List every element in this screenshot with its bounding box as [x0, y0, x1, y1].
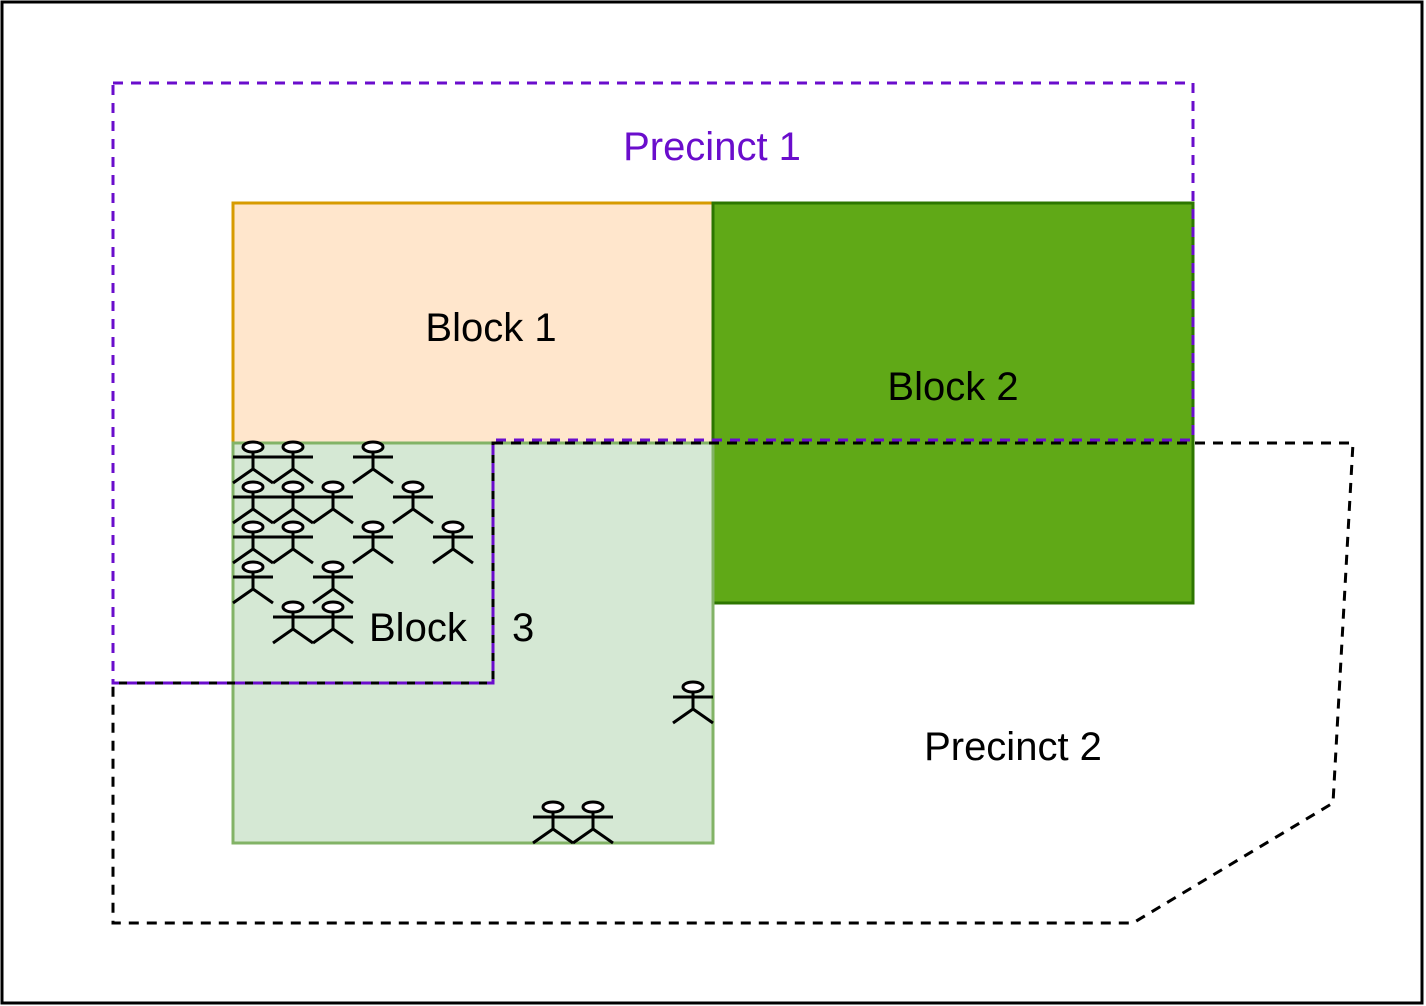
stick-figure-icon [232, 520, 274, 565]
stick-figure-icon [272, 480, 314, 525]
stick-figure-icon [272, 520, 314, 565]
stick-figure-icon [672, 680, 714, 725]
stick-figure-icon [572, 800, 614, 845]
precinct-1-label: Precinct 1 [623, 125, 801, 169]
block-2-label: Block 2 [887, 365, 1018, 409]
stick-figure-icon [232, 480, 274, 525]
stick-figure-icon [232, 440, 274, 485]
stick-figure-icon [392, 480, 434, 525]
precinct-1-boundary [111, 81, 1195, 685]
block-3-label-word: Block [369, 606, 468, 650]
stick-figure-icon [532, 800, 574, 845]
block-3-label-number: 3 [512, 606, 534, 650]
precinct-2-boundary [111, 441, 1355, 925]
people-group [232, 440, 714, 845]
stick-figure-icon [312, 480, 354, 525]
block-1-label: Block 1 [425, 306, 556, 350]
block-2[interactable] [711, 201, 1195, 605]
stick-figure-icon [232, 560, 274, 605]
block-1[interactable] [231, 201, 715, 445]
block-3[interactable] [231, 441, 715, 845]
stick-figure-icon [312, 600, 354, 645]
stick-figure-icon [352, 440, 394, 485]
stick-figure-icon [312, 560, 354, 605]
stick-figure-icon [432, 520, 474, 565]
precinct-2-label: Precinct 2 [924, 725, 1102, 769]
stick-figure-icon [272, 600, 314, 645]
stick-figure-icon [352, 520, 394, 565]
stick-figure-icon [272, 440, 314, 485]
